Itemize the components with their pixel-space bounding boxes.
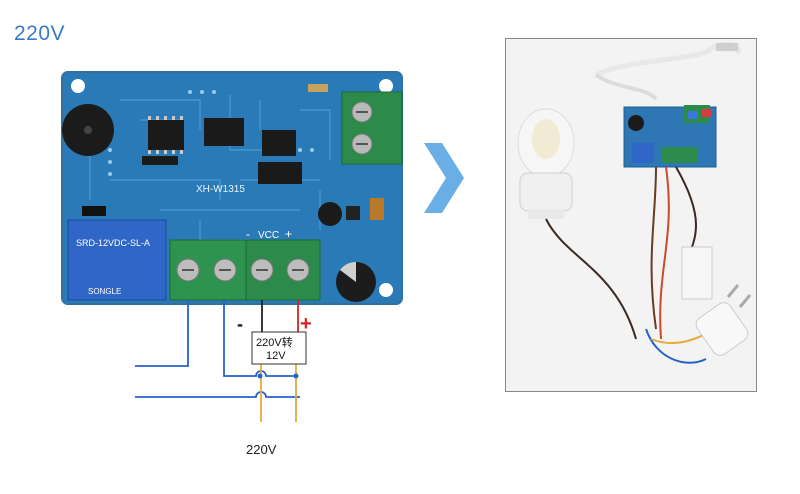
relay-label: SRD-12VDC-SL-A <box>76 238 150 248</box>
relay: SRD-12VDC-SL-A SONGLE <box>67 219 167 301</box>
converter-line2: 12V <box>266 350 286 362</box>
board-model-label: XH-W1315 <box>196 184 245 195</box>
ic-chip <box>258 162 302 184</box>
wire-blue-supply <box>135 391 300 398</box>
converter-box: 220V转 12V <box>251 331 307 365</box>
ic-chip <box>204 118 244 146</box>
minus-sign: - <box>237 314 243 334</box>
terminal-minus-label: - <box>246 227 250 241</box>
sensor-terminal <box>341 91 403 165</box>
terminal-plus-label: + <box>285 227 292 241</box>
ic-chip <box>148 120 184 150</box>
plus-sign: + <box>300 313 312 335</box>
ic-chip <box>262 130 296 156</box>
wire-blue-relay-com <box>135 300 189 367</box>
terminal-vcc-label: VCC <box>258 230 279 241</box>
thermostat-board: XH-W1315 SRD-12VDC-SL-A SONGLE - VCC + <box>61 71 403 305</box>
converter-line1: 220V转 <box>256 335 293 349</box>
page-title: 220V <box>14 22 66 45</box>
output-terminal-block <box>169 239 321 301</box>
wiring-lines <box>135 300 300 422</box>
relay-brand: SONGLE <box>88 287 121 296</box>
chevron-right-icon <box>424 143 464 213</box>
setup-photo <box>505 38 757 392</box>
supply-label: 220V <box>246 442 277 457</box>
